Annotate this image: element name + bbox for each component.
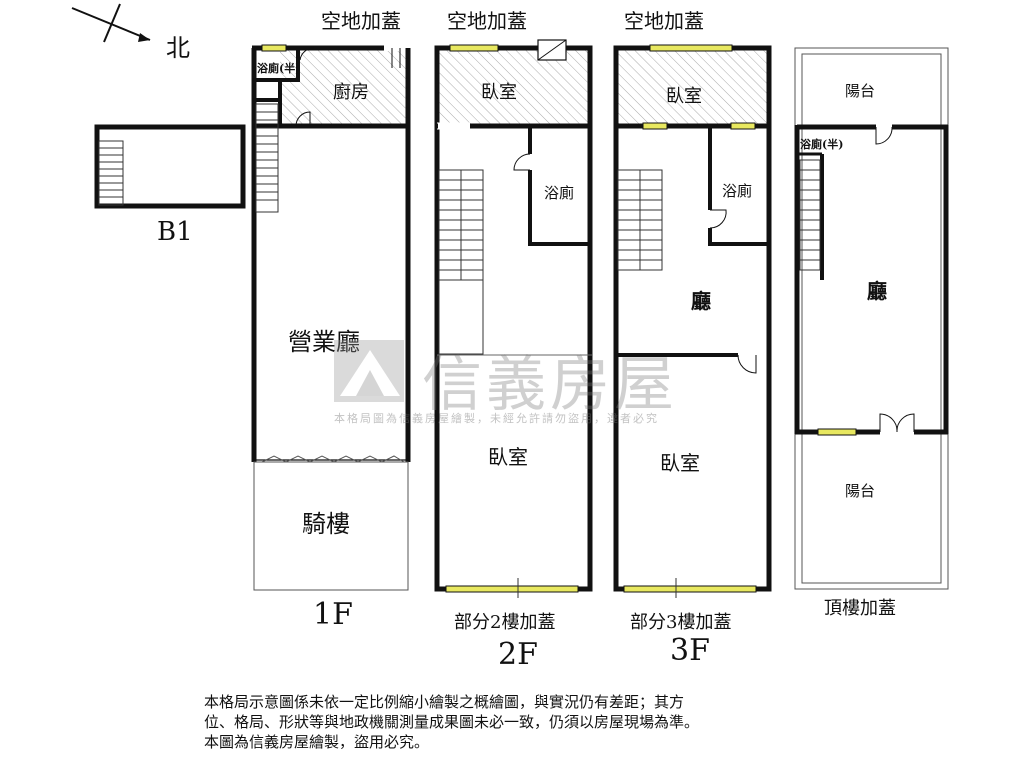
roof-bath-label: 浴廁(半) (800, 137, 843, 151)
floor3-plan (613, 44, 772, 598)
floor1-top-note: 空地加蓋 (321, 9, 401, 33)
floor2-bedroom-top-label: 臥室 (481, 82, 517, 103)
disclaimer-line-1: 本格局示意圖係未依一定比例縮小繪製之概繪圖，與實況仍有差距；其方 (204, 693, 685, 711)
roof-plan (794, 47, 949, 590)
floor3-bath-label: 浴廁 (722, 182, 752, 200)
floor2-bath-label: 浴廁 (544, 184, 574, 202)
floor1-arcade-label: 騎樓 (302, 510, 350, 538)
roof-balcony-bottom-label: 陽台 (845, 482, 875, 500)
floor1-label: 1F (313, 597, 353, 632)
disclaimer-line-2: 位、格局、形狀等與地政機關測量成果圖未必一致，仍須以房屋現場為準。 (204, 713, 700, 731)
floor2-bedroom-bottom-label: 臥室 (488, 445, 528, 469)
disclaimer-line-3: 本圖為信義房屋繪製，盜用必究。 (204, 733, 430, 751)
floor2-label: 2F (498, 637, 538, 672)
floor1-hall-label: 營業廳 (288, 328, 360, 356)
north-arrow-icon (71, 3, 151, 43)
floor1-kitchen-label: 廚房 (333, 81, 369, 103)
floor2-bottom-note: 部分2樓加蓋 (454, 612, 555, 633)
floor1-bath-label: 浴廁(半) (257, 61, 300, 75)
floor2-plan (434, 39, 593, 598)
floor3-bottom-note: 部分3樓加蓋 (630, 612, 731, 633)
roof-label: 頂樓加蓋 (824, 598, 896, 619)
floor1-plan (251, 44, 411, 591)
b1-plan (94, 124, 246, 209)
north-label: 北 (166, 34, 190, 62)
roof-living-label: 廳 (867, 279, 887, 303)
floor2-top-note: 空地加蓋 (447, 9, 527, 33)
floor3-living-label: 廳 (691, 289, 711, 313)
roof-balcony-top-label: 陽台 (845, 82, 875, 100)
b1-label: B1 (157, 217, 193, 247)
floor3-bedroom-bottom-label: 臥室 (660, 451, 700, 475)
floor3-top-note: 空地加蓋 (624, 9, 704, 33)
floor3-bedroom-top-label: 臥室 (666, 86, 702, 107)
disclaimer-note: 本格局示意圖係未依一定比例縮小繪製之概繪圖，與實況仍有差距；其方 位、格局、形狀… (204, 692, 844, 752)
floor3-label: 3F (670, 633, 710, 668)
